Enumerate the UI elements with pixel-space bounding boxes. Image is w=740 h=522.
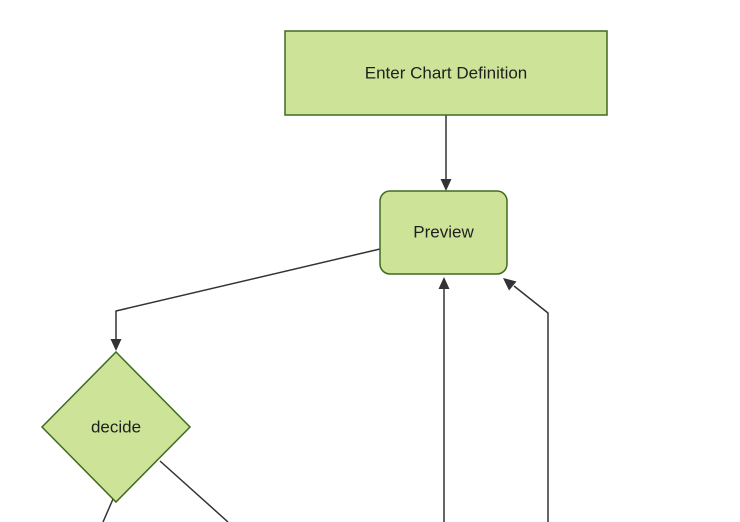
node-preview-label: Preview	[413, 222, 474, 241]
arrowhead-into-preview-top	[440, 179, 452, 191]
edge-preview-to-decide-line	[115, 248, 381, 341]
arrowhead-into-decide-top	[110, 339, 122, 351]
edge-enter-to-preview	[440, 115, 452, 191]
arrowhead-into-preview-bottom-right	[503, 278, 517, 291]
edge-preview-to-decide	[110, 248, 381, 351]
edge-bottom-to-preview	[438, 277, 450, 522]
node-decide-shape	[40, 350, 192, 504]
node-decide: decide	[40, 350, 192, 504]
node-enter-chart-definition-shape	[284, 30, 608, 116]
node-enter-chart-definition-label: Enter Chart Definition	[365, 63, 528, 82]
node-preview-shape	[379, 190, 508, 275]
edge-bottom-right-to-preview	[503, 278, 549, 522]
arrowhead-into-preview-bottom	[438, 277, 450, 289]
node-enter-chart-definition: Enter Chart Definition	[284, 30, 608, 116]
edge-bottom-right-to-preview-line	[513, 285, 549, 522]
node-decide-label: decide	[91, 417, 141, 436]
edge-decide-to-offscreen-bottom-right	[159, 460, 229, 522]
node-preview: Preview	[379, 190, 508, 275]
edge-decide-to-offscreen-bottom-left	[102, 498, 114, 522]
